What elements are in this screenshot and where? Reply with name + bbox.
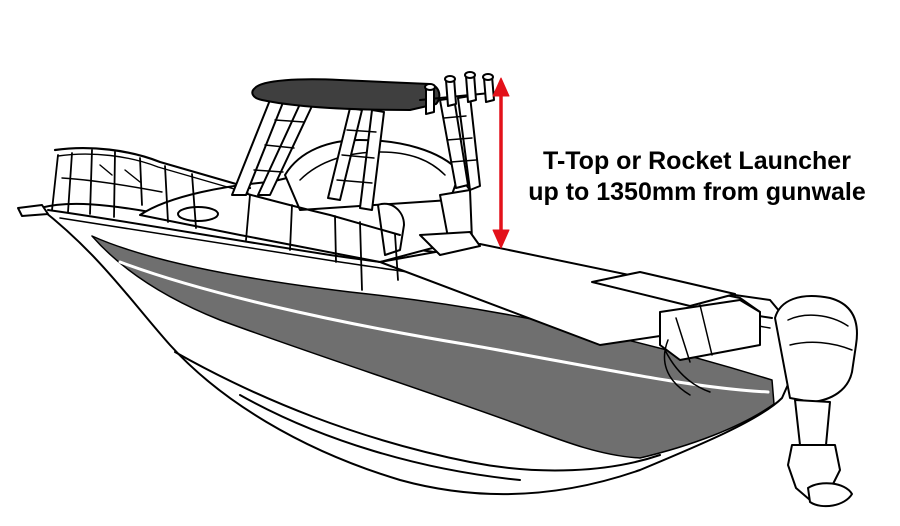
- cockpit-rope: [663, 339, 711, 396]
- hull-stripe-line: [118, 260, 770, 394]
- port-panel: [419, 231, 481, 256]
- rear-bench: [591, 271, 736, 307]
- motor-cowling-detail: [787, 314, 853, 351]
- transom-box-detail: [675, 304, 713, 363]
- deck: [379, 243, 761, 396]
- porthole: [177, 206, 219, 222]
- hull-keel: [239, 394, 521, 481]
- bow-rail: [51, 146, 252, 229]
- t-top-leg-rear-brace: [443, 115, 477, 163]
- bow-rail-mid: [61, 177, 163, 193]
- rod-holder-cap-2: [444, 75, 456, 83]
- bow-rail-diag: [99, 164, 141, 183]
- helm-seat: [377, 202, 405, 256]
- rocket-launcher: [419, 71, 501, 115]
- motor-shaft: [794, 399, 831, 446]
- t-top-leg-rear-2: [457, 95, 481, 191]
- annotation-line-1: T-Top or Rocket Launcher: [543, 147, 851, 175]
- hull-chine: [174, 351, 661, 472]
- motor-prop: [807, 482, 853, 508]
- side-rail-posts: [245, 194, 399, 291]
- t-top-canopy: [251, 78, 441, 111]
- bow-tip: [17, 204, 49, 217]
- outboard-motor: [774, 295, 858, 508]
- hull-stripe: [91, 235, 775, 459]
- t-top-leg-front-brace: [253, 119, 305, 173]
- t-top-frame: [231, 78, 481, 211]
- t-top-leg-mid-brace: [336, 129, 377, 184]
- rod-holder-cap-4: [482, 73, 494, 81]
- motor-cowling: [774, 295, 858, 403]
- side-rail: [239, 191, 401, 291]
- arrow-head-top: [492, 77, 510, 97]
- arrow-head-bottom: [492, 229, 510, 249]
- height-annotation: T-Top or Rocket Launcher up to 1350mm fr…: [512, 146, 882, 208]
- double-arrow-icon: [492, 77, 510, 249]
- rod-holder-cap-3: [464, 71, 476, 79]
- rod-holder-cap-1: [424, 83, 436, 91]
- annotation-line-2: up to 1350mm from gunwale: [528, 178, 866, 206]
- bow-rail-top: [53, 146, 252, 190]
- t-top-leg-mid-2: [359, 109, 385, 211]
- bow-rail-posts: [51, 149, 197, 229]
